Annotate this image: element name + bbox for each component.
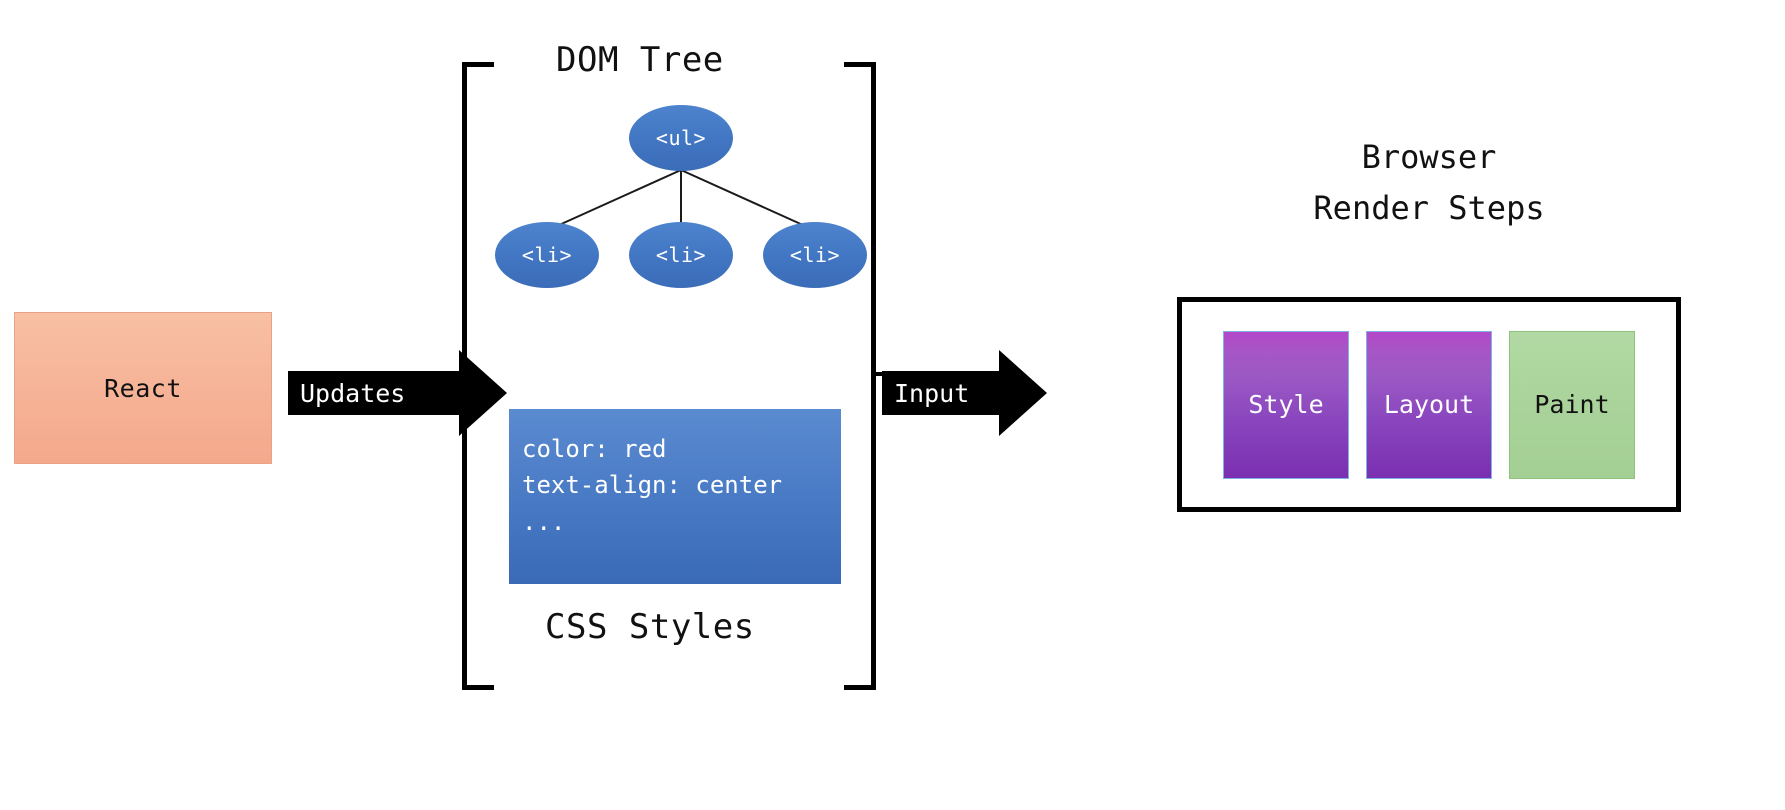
dom-node-ul: <ul>	[629, 105, 733, 171]
dom-section-right-bracket	[842, 62, 892, 690]
browser-render-steps-box: Style Layout Paint	[1177, 297, 1681, 512]
browser-caption-line-2: Render Steps	[1313, 189, 1545, 228]
css-styles-block: color: red text-align: center ...	[509, 409, 841, 584]
react-source-box: React	[14, 312, 272, 464]
dom-node-li-1-label: <li>	[521, 243, 573, 267]
render-step-layout: Layout	[1366, 330, 1492, 479]
dom-tree-caption: DOM Tree	[556, 40, 724, 80]
dom-node-li-3: <li>	[763, 222, 867, 288]
render-step-paint-label: Paint	[1534, 390, 1610, 419]
dom-tree-graph: <ul> <li> <li> <li>	[462, 90, 882, 310]
updates-arrow-shaft: Updates	[288, 371, 460, 415]
dom-node-li-1: <li>	[495, 222, 599, 288]
css-line-2: text-align: center	[522, 471, 783, 500]
css-styles-caption: CSS Styles	[545, 607, 755, 647]
browser-render-steps-caption: Browser Render Steps	[1177, 132, 1681, 234]
render-step-paint: Paint	[1509, 330, 1635, 479]
render-step-layout-label: Layout	[1383, 390, 1475, 419]
bracket-right-bottom-arm	[844, 685, 874, 690]
css-line-1: color: red	[522, 435, 667, 463]
bracket-left-center-tick	[446, 372, 462, 376]
dom-node-ul-label: <ul>	[655, 126, 707, 150]
render-step-style-label: Style	[1248, 390, 1324, 419]
tree-edge-lines	[547, 169, 815, 232]
updates-arrow: Updates	[288, 350, 507, 436]
render-step-style: Style	[1223, 330, 1349, 479]
bracket-right-spine	[871, 62, 876, 690]
dom-node-li-2-label: <li>	[655, 243, 707, 267]
css-line-3: ...	[522, 507, 566, 536]
input-arrow-shaft: Input	[882, 371, 1000, 415]
bracket-left-spine	[462, 62, 467, 690]
dom-section-left-bracket	[446, 62, 496, 690]
bracket-left-top-arm	[464, 62, 494, 67]
updates-arrow-head	[459, 350, 507, 436]
input-arrow-label: Input	[894, 378, 970, 408]
input-arrow-head	[999, 350, 1047, 436]
react-label: React	[104, 373, 182, 403]
dom-node-li-2: <li>	[629, 222, 733, 288]
bracket-right-top-arm	[844, 62, 874, 67]
dom-node-li-3-label: <li>	[789, 243, 841, 267]
browser-caption-line-1: Browser	[1361, 138, 1497, 176]
input-arrow: Input	[882, 350, 1047, 436]
updates-arrow-label: Updates	[300, 378, 406, 408]
bracket-left-bottom-arm	[464, 685, 494, 690]
